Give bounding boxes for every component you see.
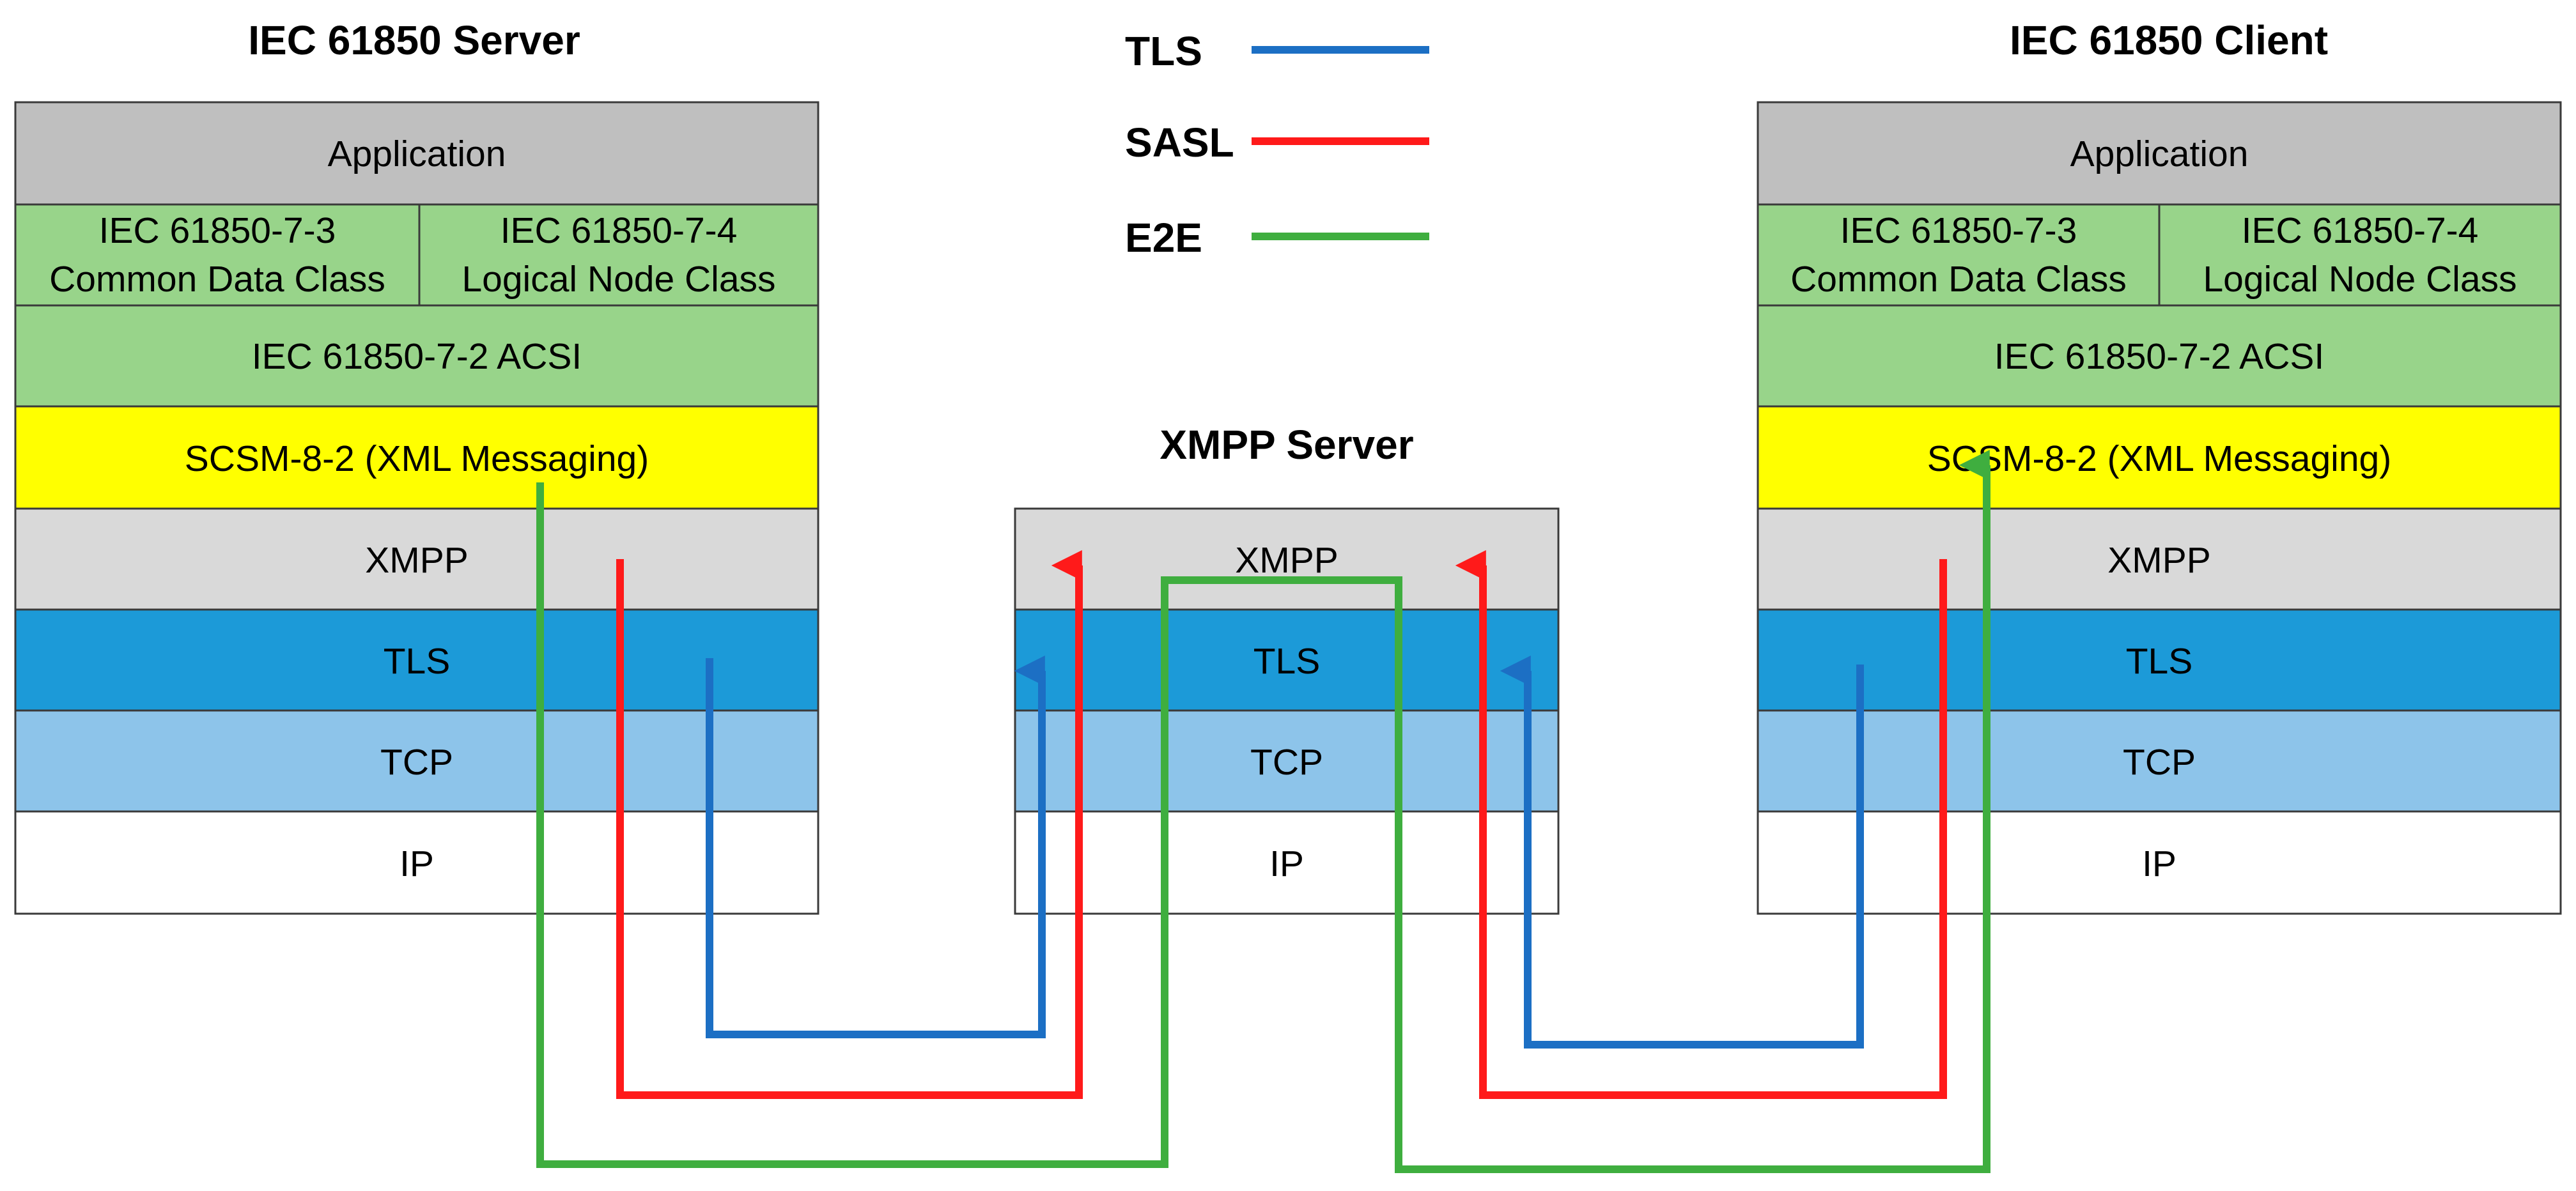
xmpp-server-tcp-layer (1014, 709, 1560, 813)
client-tls-layer (1757, 608, 2562, 712)
server-scsm-label: SCSM-8-2 (XML Messaging) (185, 438, 649, 479)
client-cdc-label-line2: Common Data Class (1790, 259, 2127, 300)
server-lnc-label-line1: IEC 61850-7-4 (500, 210, 738, 251)
client-ip-label: IP (2142, 843, 2176, 884)
client-title: IEC 61850 Client (2010, 17, 2328, 63)
server-tcp-label: TCP (380, 742, 453, 783)
server-cdc-label-line2: Common Data Class (49, 259, 385, 300)
server-application-label: Application (328, 134, 506, 174)
legend: TLS SASL E2E (1125, 28, 1429, 261)
client-scsm-label: SCSM-8-2 (XML Messaging) (1927, 438, 2391, 479)
server-ip-label: IP (400, 843, 434, 884)
client-ip-layer (1757, 810, 2562, 915)
client-xmpp-layer (1757, 507, 2562, 611)
client-lnc-label-line1: IEC 61850-7-4 (2242, 210, 2479, 251)
server-lnc-layer (418, 203, 819, 307)
client-acsi-layer (1757, 304, 2562, 408)
client-tls-label: TLS (2126, 641, 2193, 682)
legend-item-sasl: SASL (1125, 119, 1429, 165)
xmpp-server-ip-label: IP (1269, 843, 1304, 884)
legend-item-e2e: E2E (1125, 215, 1429, 261)
client-tcp-label: TCP (2123, 742, 2196, 783)
client-lnc-label-line2: Logical Node Class (2203, 259, 2517, 300)
client-cdc-layer (1757, 203, 2161, 307)
xmpp-server-title: XMPP Server (1160, 422, 1413, 468)
xmpp-server-stack: XMPP TLS TCP IP (1014, 507, 1560, 915)
server-title: IEC 61850 Server (248, 17, 580, 63)
server-cdc-layer (14, 203, 421, 307)
client-scsm-layer (1757, 405, 2562, 510)
client-tcp-layer (1757, 709, 2562, 813)
tls-path-server-to-xmpp-server (706, 656, 1046, 1038)
client-lnc-layer (2158, 203, 2562, 307)
e2e-path-server-to-client (536, 450, 1990, 1173)
server-acsi-label: IEC 61850-7-2 ACSI (252, 336, 582, 377)
xmpp-server-tcp-label: TCP (1250, 742, 1323, 783)
client-xmpp-label: XMPP (2107, 540, 2211, 581)
client-application-layer (1757, 101, 2562, 206)
client-application-label: Application (2070, 134, 2249, 174)
server-tcp-layer (14, 709, 819, 813)
server-xmpp-label: XMPP (365, 540, 469, 581)
server-stack: Application IEC 61850-7-3 Common Data Cl… (14, 101, 819, 915)
server-cdc-label-line1: IEC 61850-7-3 (99, 210, 336, 251)
xmpp-server-xmpp-label: XMPP (1235, 540, 1338, 581)
legend-label-tls: TLS (1125, 28, 1202, 74)
client-cdc-label-line1: IEC 61850-7-3 (1840, 210, 2077, 251)
server-application-layer (14, 101, 819, 206)
server-tls-label: TLS (384, 641, 451, 682)
client-stack: Application IEC 61850-7-3 Common Data Cl… (1757, 101, 2562, 915)
sasl-path-server-to-xmpp-server (616, 550, 1083, 1099)
sasl-path-client-to-xmpp-server (1455, 550, 1947, 1099)
xmpp-server-tls-label: TLS (1253, 641, 1321, 682)
server-ip-layer (14, 810, 819, 915)
legend-item-tls: TLS (1125, 28, 1429, 74)
server-acsi-layer (14, 304, 819, 408)
connection-paths (536, 450, 1990, 1173)
legend-label-e2e: E2E (1125, 215, 1202, 261)
server-lnc-label-line2: Logical Node Class (462, 259, 775, 300)
tls-path-client-to-xmpp-server (1500, 656, 1864, 1049)
legend-label-sasl: SASL (1125, 119, 1234, 165)
xmpp-server-ip-layer (1014, 810, 1560, 915)
server-tls-layer (14, 608, 819, 712)
client-acsi-label: IEC 61850-7-2 ACSI (1994, 336, 2324, 377)
